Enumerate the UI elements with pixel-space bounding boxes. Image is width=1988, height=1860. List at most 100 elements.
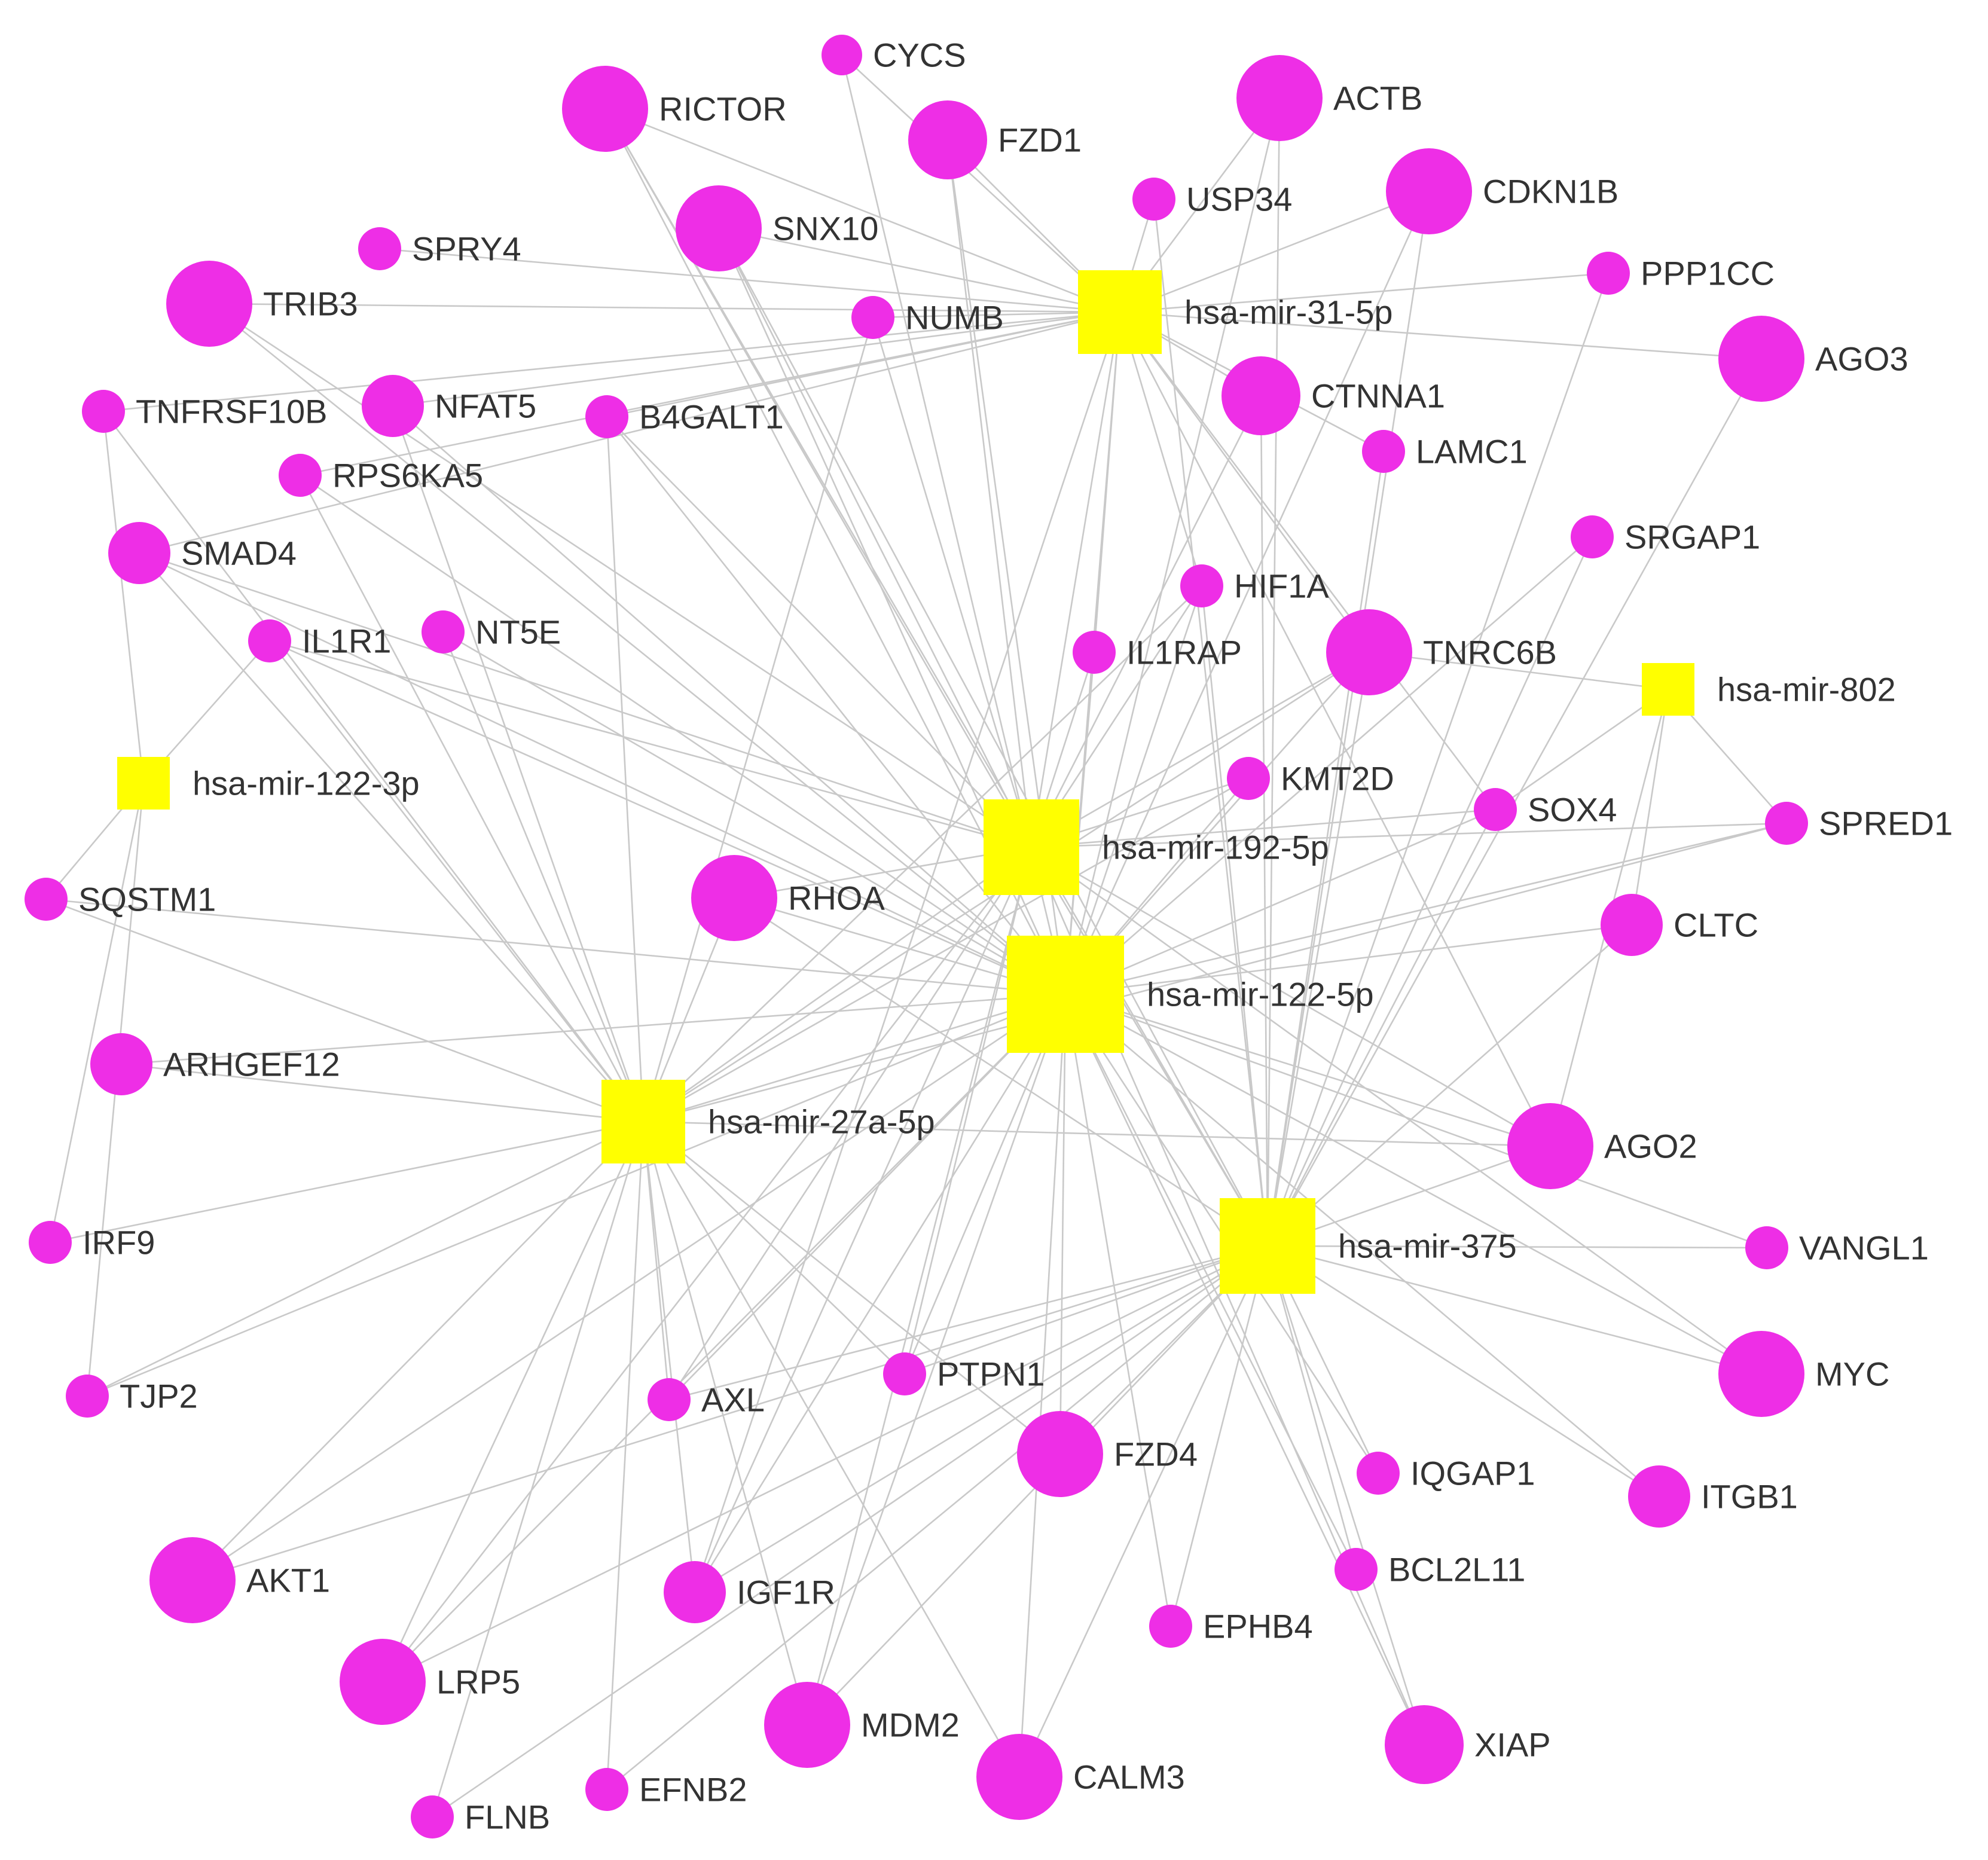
- edge-hsa-mir-192-5p-ctnna1: [1030, 395, 1262, 848]
- node-label: LRP5: [436, 1663, 520, 1701]
- edge-hsa-mir-375-rictor: [604, 108, 1269, 1247]
- edge-hsa-mir-192-5p-rhoa: [734, 846, 1032, 899]
- node-label: AKT1: [246, 1562, 330, 1599]
- edge-hsa-mir-31-5p-ago2: [1119, 311, 1552, 1147]
- node-label: RICTOR: [659, 90, 787, 128]
- mirna-node-hsa-mir-122-5p: hsa-mir-122-5p: [1007, 936, 1374, 1053]
- mirna-square: [1220, 1198, 1315, 1294]
- gene-circle: [1221, 356, 1300, 435]
- node-label: LAMC1: [1416, 433, 1528, 471]
- edge-hsa-mir-122-5p-ephb4: [1064, 994, 1172, 1627]
- edge-hsa-mir-122-5p-trib3: [209, 303, 1066, 995]
- edge-hsa-mir-27a-5p-il1r1: [268, 640, 645, 1122]
- edge-hsa-mir-122-5p-sox4: [1065, 808, 1496, 995]
- edge-hsa-mir-192-5p-b4galt1: [606, 416, 1032, 848]
- network-nodes: CYCSRICTORFZD1ACTBCDKN1BUSP34SNX10SPRY4T…: [25, 35, 1953, 1838]
- edge-hsa-mir-375-ctnna1: [1260, 395, 1269, 1247]
- node-label: NUMB: [905, 299, 1004, 337]
- mirna-square: [1642, 663, 1694, 716]
- node-label: AXL: [701, 1381, 765, 1419]
- gene-circle: [1718, 1331, 1804, 1417]
- edge-hsa-mir-27a-5p-tjp2: [87, 1120, 644, 1397]
- edge-hsa-mir-192-5p-lrp5: [381, 847, 1033, 1682]
- gene-node-numb: NUMB: [851, 296, 1004, 339]
- gene-circle: [1180, 564, 1223, 607]
- gene-node-axl: AXL: [648, 1378, 765, 1421]
- edge-hsa-mir-375-ephb4: [1169, 1245, 1269, 1627]
- node-label: IRF9: [83, 1224, 155, 1262]
- gene-node-ephb4: EPHB4: [1149, 1605, 1313, 1648]
- node-label: FZD1: [998, 121, 1082, 159]
- node-label: TRIB3: [263, 285, 358, 323]
- gene-circle: [1326, 609, 1412, 695]
- edge-hsa-mir-375-srgap1: [1266, 536, 1593, 1247]
- edge-hsa-mir-122-5p-myc: [1065, 993, 1762, 1375]
- gene-node-ago3: AGO3: [1718, 316, 1908, 402]
- gene-node-rps6ka5: RPS6KA5: [279, 454, 483, 497]
- edge-hsa-mir-27a-5p-ptpn1: [643, 1121, 905, 1375]
- gene-node-spry4: SPRY4: [358, 227, 521, 270]
- edge-hsa-mir-192-5p-il1r1: [269, 640, 1032, 848]
- node-label: RHOA: [788, 879, 885, 917]
- edge-hsa-mir-375-vangl1: [1267, 1245, 1767, 1249]
- gene-node-irf9: IRF9: [29, 1221, 155, 1264]
- node-label: ITGB1: [1701, 1478, 1798, 1516]
- gene-circle: [1017, 1411, 1103, 1497]
- edge-hsa-mir-122-5p-nfat5: [392, 405, 1066, 995]
- node-label: SOX4: [1528, 791, 1617, 829]
- gene-node-fzd1: FZD1: [908, 100, 1082, 179]
- node-label: hsa-mir-31-5p: [1184, 294, 1393, 331]
- edge-hsa-mir-375-myc: [1267, 1245, 1762, 1375]
- edge-hsa-mir-375-axl: [668, 1245, 1268, 1401]
- edge-hsa-mir-122-5p-fzd4: [1059, 994, 1067, 1455]
- gene-circle: [822, 35, 862, 75]
- gene-node-usp34: USP34: [1132, 178, 1292, 221]
- gene-node-actb: ACTB: [1236, 55, 1422, 141]
- gene-node-iqgap1: IQGAP1: [1357, 1452, 1535, 1495]
- edge-hsa-mir-375-bcl2l11: [1266, 1245, 1357, 1570]
- mirna-square: [984, 799, 1079, 895]
- edge-hsa-mir-375-hif1a: [1201, 585, 1269, 1247]
- edge-hsa-mir-122-5p-vangl1: [1065, 993, 1767, 1249]
- node-label: TJP2: [120, 1378, 198, 1415]
- gene-node-smad4: SMAD4: [108, 522, 297, 584]
- node-label: SPRY4: [412, 230, 521, 268]
- node-label: hsa-mir-802: [1717, 671, 1896, 708]
- node-label: CLTC: [1674, 906, 1758, 944]
- gene-circle: [585, 1768, 628, 1811]
- edge-hsa-mir-192-5p-trib3: [209, 303, 1032, 848]
- edge-hsa-mir-122-5p-axl: [668, 994, 1066, 1400]
- gene-circle: [166, 261, 252, 347]
- mirna-node-hsa-mir-802: hsa-mir-802: [1642, 663, 1896, 716]
- node-label: PTPN1: [937, 1355, 1045, 1393]
- node-label: IL1RAP: [1126, 634, 1242, 671]
- gene-node-itgb1: ITGB1: [1628, 1465, 1798, 1528]
- node-label: SRGAP1: [1624, 518, 1760, 556]
- gene-node-hif1a: HIF1A: [1180, 564, 1329, 607]
- edge-hsa-mir-375-xiap: [1266, 1245, 1425, 1745]
- edge-hsa-mir-27a-5p-lrp5: [381, 1121, 645, 1682]
- gene-circle: [691, 855, 777, 941]
- gene-node-ptpn1: PTPN1: [883, 1352, 1045, 1395]
- gene-circle: [1587, 252, 1630, 295]
- edge-hsa-mir-375-rhoa: [734, 897, 1268, 1247]
- gene-circle: [25, 878, 68, 921]
- gene-circle: [764, 1682, 850, 1768]
- gene-circle: [411, 1795, 454, 1838]
- gene-circle: [562, 66, 648, 152]
- gene-node-kmt2d: KMT2D: [1227, 757, 1394, 800]
- edge-hsa-mir-192-5p-igf1r: [694, 847, 1033, 1593]
- edge-hsa-mir-192-5p-snx10: [717, 228, 1033, 848]
- node-label: SNX10: [772, 210, 878, 248]
- edge-hsa-mir-31-5p-igf1r: [694, 311, 1121, 1593]
- edge-hsa-mir-27a-5p-irf9: [50, 1120, 644, 1244]
- gene-node-bcl2l11: BCL2L11: [1335, 1548, 1525, 1591]
- gene-circle: [1765, 802, 1808, 845]
- gene-circle: [1362, 430, 1405, 473]
- gene-node-efnb2: EFNB2: [585, 1768, 747, 1811]
- edge-hsa-mir-122-5p-igf1r: [694, 994, 1067, 1593]
- edge-hsa-mir-802-sox4: [1495, 688, 1669, 811]
- gene-circle: [340, 1639, 426, 1725]
- edge-hsa-mir-192-5p-mdm2: [806, 847, 1033, 1725]
- network-edges: [45, 54, 1787, 1818]
